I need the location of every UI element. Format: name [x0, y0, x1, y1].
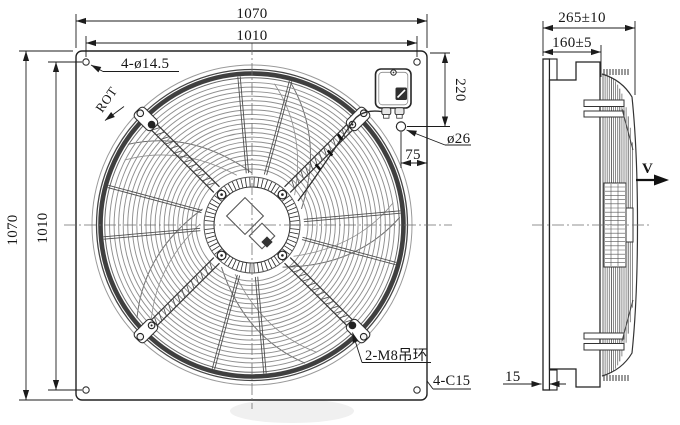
mounting-hole [413, 386, 421, 394]
dimensions: 1070 1010 1070 1010 220 75 ø26 4-ø14.5 R… [5, 6, 653, 401]
dim-left-outer-label: 1070 [5, 214, 21, 245]
plate-flange-top [548, 58, 558, 81]
dim-top-holes-label: 1010 [236, 28, 267, 44]
dim-depth-overall-label: 265±10 [558, 10, 606, 26]
dim-hole-edge-label: 75 [405, 147, 421, 163]
motor-cable [297, 110, 385, 202]
dim-gland-height-label: 220 [452, 78, 468, 101]
dimension-lines [19, 14, 636, 401]
corner-holes-label: 4-ø14.5 [121, 56, 169, 72]
cable-gland [381, 107, 405, 119]
dim-left-holes-label: 1010 [35, 212, 51, 243]
airflow-label: V [642, 161, 653, 177]
mounting-hole [82, 58, 90, 66]
dim-plate-thickness-label: 15 [505, 369, 521, 385]
side-view [532, 58, 669, 391]
airflow-arrow [636, 174, 669, 186]
dim-depth-casing-label: 160±5 [552, 35, 592, 51]
dim-top-outer-label: 1070 [236, 6, 267, 22]
guard-bracket-bars [583, 99, 634, 351]
cable-hole-dia-label: ø26 [447, 131, 471, 147]
centerlines [64, 43, 452, 409]
fan-housing-profile [548, 61, 601, 388]
plate-edge-strip [542, 58, 551, 391]
lifting-ring-label: 2-M8吊环 [365, 348, 427, 364]
mounting-hole [82, 386, 90, 394]
mounting-hole [413, 58, 421, 66]
front-view [64, 43, 452, 423]
cable-hole [395, 121, 407, 132]
plate-flange-bottom [548, 369, 558, 391]
corner-chamfer-label: 4-C15 [433, 373, 470, 389]
junction-box [374, 68, 412, 119]
cable-clips [314, 133, 344, 171]
watermark-smudge [230, 399, 354, 423]
